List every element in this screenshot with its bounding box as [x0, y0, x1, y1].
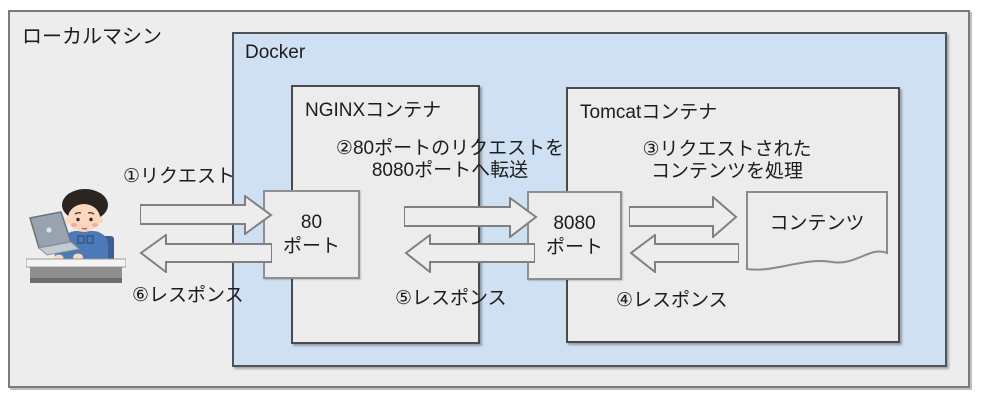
- person-with-laptop-illustration: [26, 189, 126, 283]
- local-machine-label: ローカルマシン: [22, 26, 162, 48]
- response-arrow-step4: [629, 234, 739, 273]
- port-80-node: 80 ポート: [263, 190, 360, 279]
- step1-request-label: ①リクエスト: [123, 166, 236, 187]
- docker-label: Docker: [245, 42, 306, 63]
- forward-arrow-step2: [404, 197, 538, 238]
- step2-forward-label: ②80ポートのリクエストを 8080ポートへ転送: [335, 138, 565, 181]
- step4-response-label: ④レスポンス: [616, 290, 728, 311]
- contents-label: コンテンツ: [769, 213, 865, 234]
- nginx-container-label: NGINXコンテナ: [305, 100, 442, 121]
- step5-response-label: ⑤レスポンス: [395, 288, 507, 309]
- step3-process-label: ③リクエストされた コンテンツを処理: [642, 139, 812, 182]
- response-arrow-step5: [404, 234, 535, 273]
- request-arrow-step1: [140, 195, 273, 235]
- port-8080-node: 8080 ポート: [527, 191, 622, 280]
- response-arrow-step6: [139, 234, 272, 273]
- process-arrow-step3: [629, 196, 738, 238]
- contents-document-shape: [746, 191, 888, 271]
- step6-response-label: ⑥レスポンス: [132, 285, 244, 306]
- tomcat-container-label: Tomcatコンテナ: [580, 102, 718, 123]
